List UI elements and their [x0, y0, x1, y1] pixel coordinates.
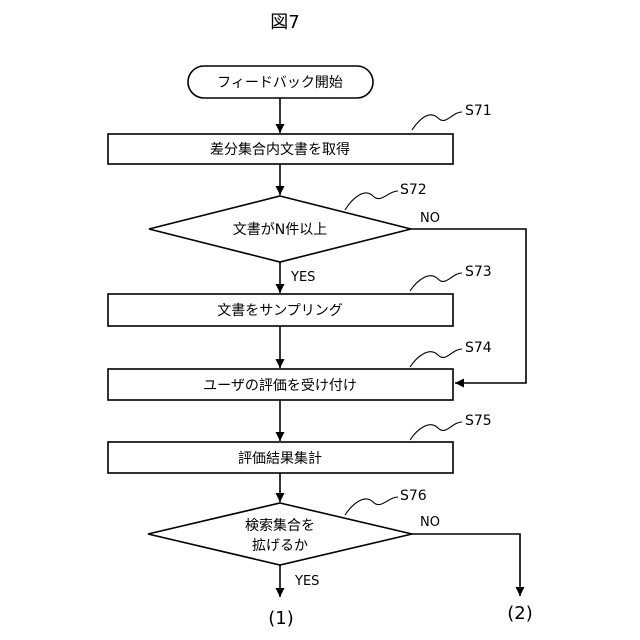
decision-s76-line1: 検索集合を: [245, 517, 315, 534]
connector-1: (1): [268, 608, 294, 629]
start-label: フィードバック開始: [217, 75, 343, 91]
s76-leader: [345, 497, 398, 515]
s74-id: S74: [465, 340, 492, 356]
step-s75-label: 評価結果集計: [238, 450, 322, 467]
connector-2: (2): [507, 603, 533, 624]
s71-leader: [412, 112, 462, 130]
figure-title: 図7: [270, 12, 299, 33]
s72-yes-label: YES: [290, 270, 315, 285]
step-s73-label: 文書をサンプリング: [217, 303, 343, 319]
s73-id: S73: [465, 264, 492, 280]
decision-s76: [148, 503, 412, 565]
s72-id: S72: [400, 182, 427, 198]
s74-leader: [410, 349, 462, 367]
arrow-s76-no: [412, 534, 520, 596]
decision-s76-line2: 拡げるか: [252, 538, 308, 554]
step-s71-label: 差分集合内文書を取得: [210, 141, 350, 158]
decision-s72-label: 文書がN件以上: [233, 222, 327, 238]
s76-id: S76: [400, 488, 427, 504]
step-s74-label: ユーザの評価を受け付け: [203, 378, 357, 394]
s73-leader: [410, 273, 462, 291]
s72-leader: [345, 191, 398, 210]
s76-no-label: NO: [420, 515, 440, 530]
s75-leader: [410, 422, 462, 440]
s76-yes-label: YES: [294, 574, 319, 589]
s71-id: S71: [465, 103, 492, 119]
s75-id: S75: [465, 413, 492, 429]
s72-no-label: NO: [420, 211, 440, 226]
